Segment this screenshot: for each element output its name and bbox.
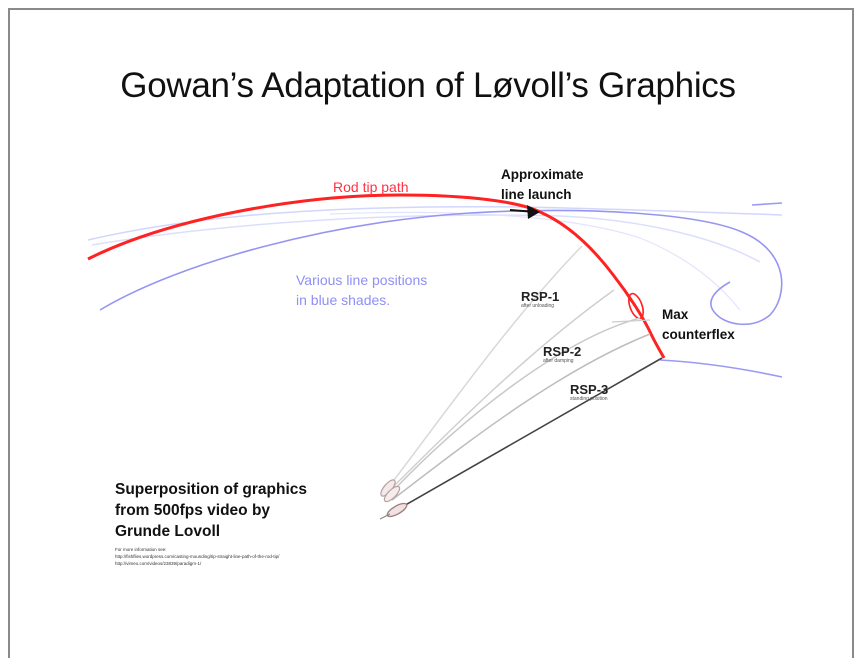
rod-position-early (387, 245, 583, 489)
rsp1-label: RSP-1 after unloading (521, 289, 560, 310)
caption: Superposition of graphics from 500fps vi… (115, 479, 307, 542)
rod-butt (379, 513, 391, 520)
line-position-light-3 (329, 211, 741, 311)
rsp1-subtitle: after unloading (521, 302, 555, 309)
reference-link-2[interactable]: http://vimeo.com/videos/23839/paradigm-1… (115, 561, 202, 566)
line-leg-upper (611, 319, 651, 323)
launch-label-line1: Approximate (501, 167, 584, 182)
line-position-blue-3 (751, 202, 783, 206)
rod-tip-path-label: Rod tip path (333, 179, 409, 195)
blue-label-line1: Various line positions (296, 272, 428, 288)
caption-line2: from 500fps video by (115, 502, 271, 519)
rsp2-label: RSP-2 after damping (543, 344, 582, 365)
rsp3-label: RSP-3 standing position (570, 382, 609, 403)
rsp2-title: RSP-2 (543, 344, 582, 359)
line-position-blue-2 (659, 359, 783, 378)
rsp2-subtitle: after damping (543, 357, 574, 364)
more-info-text: For more information see: (115, 547, 167, 552)
rsp3-subtitle: standing position (570, 395, 608, 402)
rod-position-rsp3 (394, 357, 663, 512)
launch-label-line2: line launch (501, 187, 572, 202)
line-position-blue-1 (99, 209, 783, 326)
caption-line3: Grunde Lovoll (115, 523, 221, 540)
reference-links: For more information see: http://fishfli… (115, 546, 279, 567)
launch-label: Approximate line launch (501, 165, 584, 205)
rod-position-rsp2 (391, 333, 651, 501)
max-label-line2: counterflex (662, 327, 735, 342)
slide-frame (8, 8, 854, 658)
rod-grip-icon (383, 485, 401, 503)
slide-title: Gowan’s Adaptation of Løvoll’s Graphics (120, 66, 736, 105)
max-label-line1: Max (662, 307, 689, 322)
blue-lines-label: Various line positions in blue shades. (296, 270, 427, 310)
reference-link-1[interactable]: http://fishflies.wordpress.com/casting-m… (115, 554, 280, 559)
counterflex-loop (628, 292, 644, 320)
blue-label-line2: in blue shades. (296, 292, 391, 308)
rod-position-rsp1-b (389, 317, 641, 495)
max-counterflex-label: Max counterflex (662, 305, 735, 345)
launch-arrow-icon (509, 205, 540, 219)
rsp1-title: RSP-1 (521, 289, 560, 304)
line-position-light-1 (87, 205, 783, 241)
caption-line1: Superposition of graphics (115, 481, 308, 498)
rsp3-title: RSP-3 (570, 382, 609, 397)
rod-grip-icon (386, 502, 408, 518)
rod-position-rsp1 (387, 289, 615, 493)
